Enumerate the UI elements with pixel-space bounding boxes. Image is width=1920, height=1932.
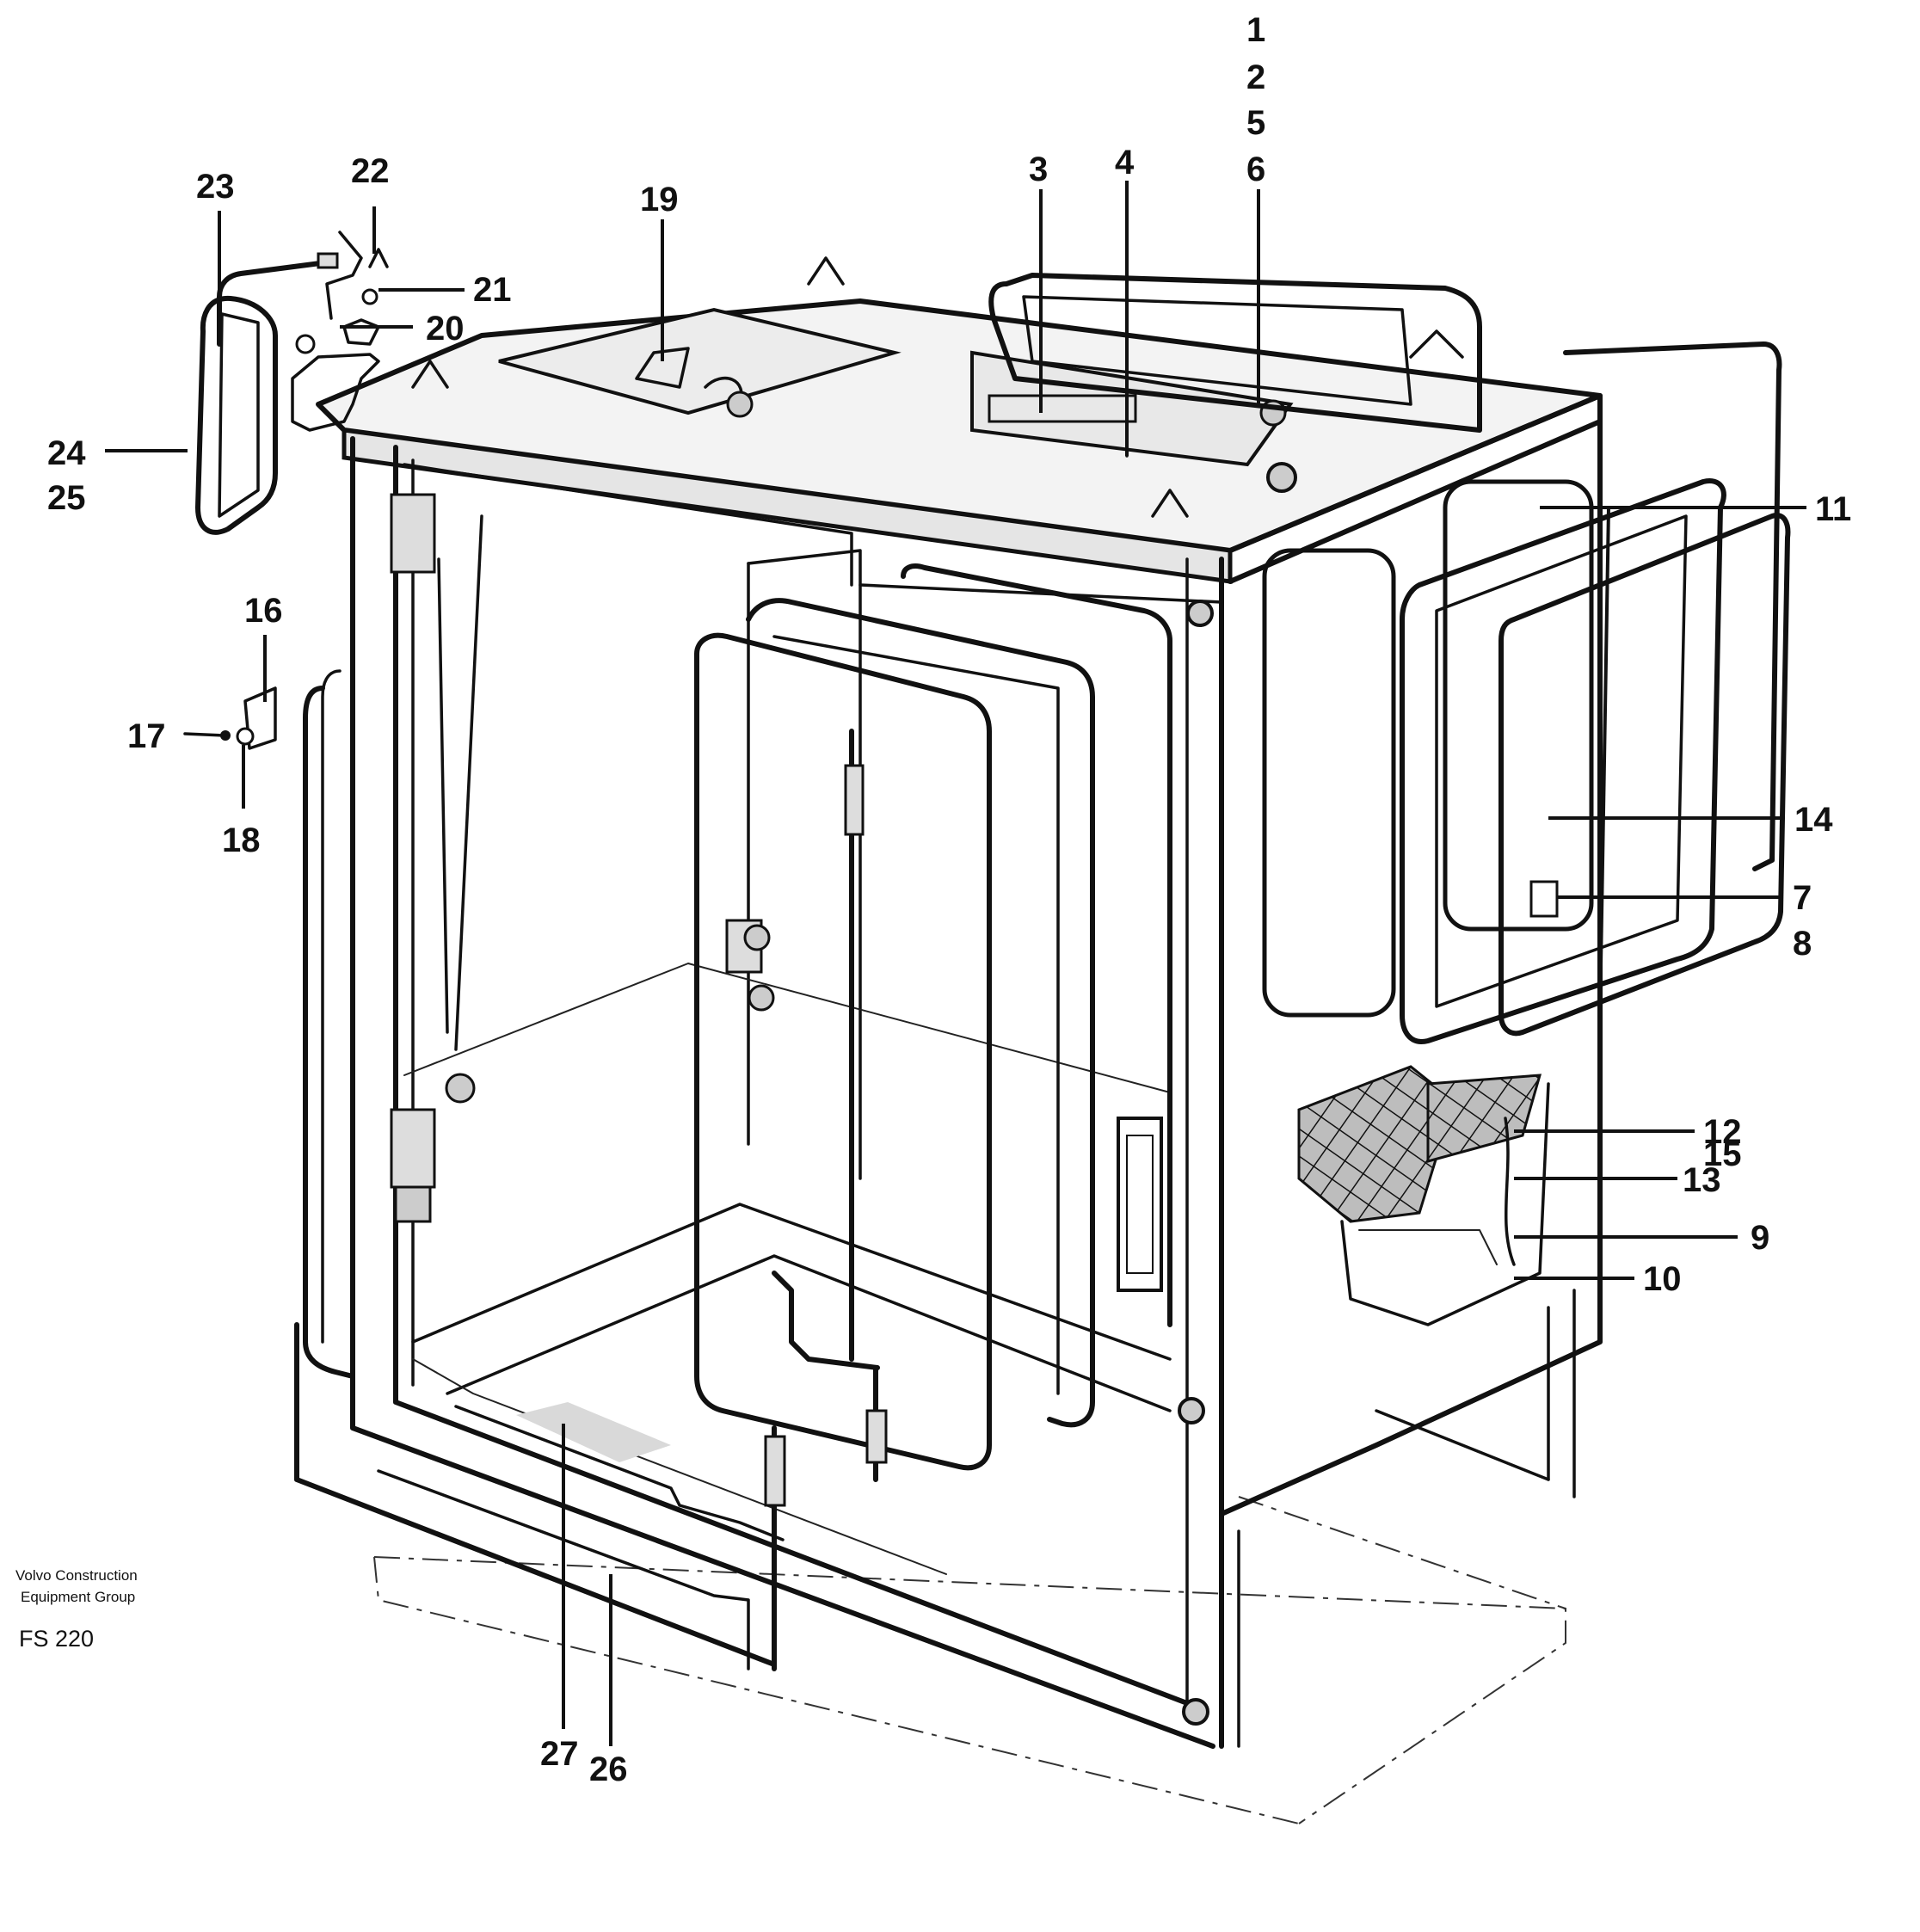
callout-25: 25 xyxy=(47,479,86,517)
callout-21: 21 xyxy=(473,271,512,309)
callout-3: 3 xyxy=(1029,151,1048,188)
heater-duct-panel xyxy=(1297,1065,1455,1223)
callout-1: 1 xyxy=(1246,11,1265,49)
callout-18: 18 xyxy=(222,821,261,859)
callout-26: 26 xyxy=(589,1750,628,1788)
figure-code: FS 220 xyxy=(19,1626,94,1652)
footer: Volvo Construction Equipment Group FS 22… xyxy=(15,1567,138,1652)
callout-19: 19 xyxy=(640,181,679,218)
side-window-frame-front xyxy=(1262,548,1396,1018)
callout-24: 24 xyxy=(47,434,86,472)
callout-17: 17 xyxy=(127,717,166,755)
roof-hatch xyxy=(498,307,902,418)
callout-13: 13 xyxy=(1683,1161,1721,1199)
callout-27: 27 xyxy=(540,1735,579,1773)
door-sash xyxy=(694,563,1172,1671)
callout-4: 4 xyxy=(1115,144,1135,182)
company-line-2: Equipment Group xyxy=(21,1589,135,1605)
callout-23: 23 xyxy=(196,168,235,206)
rear-window xyxy=(988,273,1482,433)
callout-10: 10 xyxy=(1643,1260,1682,1298)
hinge-bracket xyxy=(183,686,277,750)
floor-outline xyxy=(373,1496,1566,1824)
company-line-1: Volvo Construction xyxy=(15,1567,138,1584)
callout-8: 8 xyxy=(1793,925,1812,963)
leader-lines xyxy=(105,181,1806,1746)
side-window-sashes xyxy=(1400,341,1791,1044)
left-door-leaf xyxy=(303,669,355,1379)
side-window-frame-rear xyxy=(1443,479,1594,932)
callout-9: 9 xyxy=(1751,1219,1769,1257)
callout-14: 14 xyxy=(1794,801,1833,839)
callout-11: 11 xyxy=(1815,490,1851,528)
floor-mat xyxy=(516,1402,671,1462)
callout-22: 22 xyxy=(351,152,390,190)
callout-labels: 1 2 5 6 3 4 19 22 23 21 20 24 25 16 17 1… xyxy=(47,11,1851,1788)
callout-6: 6 xyxy=(1246,151,1265,188)
callout-20: 20 xyxy=(426,310,465,348)
callout-16: 16 xyxy=(244,592,283,630)
callout-2: 2 xyxy=(1246,58,1265,96)
callout-7: 7 xyxy=(1793,879,1812,917)
callout-12: 12 xyxy=(1703,1113,1742,1151)
mirror-assembly xyxy=(195,231,389,535)
callout-15: 15 xyxy=(1703,1135,1742,1173)
callout-5: 5 xyxy=(1246,104,1265,142)
door-frame-hinges xyxy=(390,493,483,1223)
